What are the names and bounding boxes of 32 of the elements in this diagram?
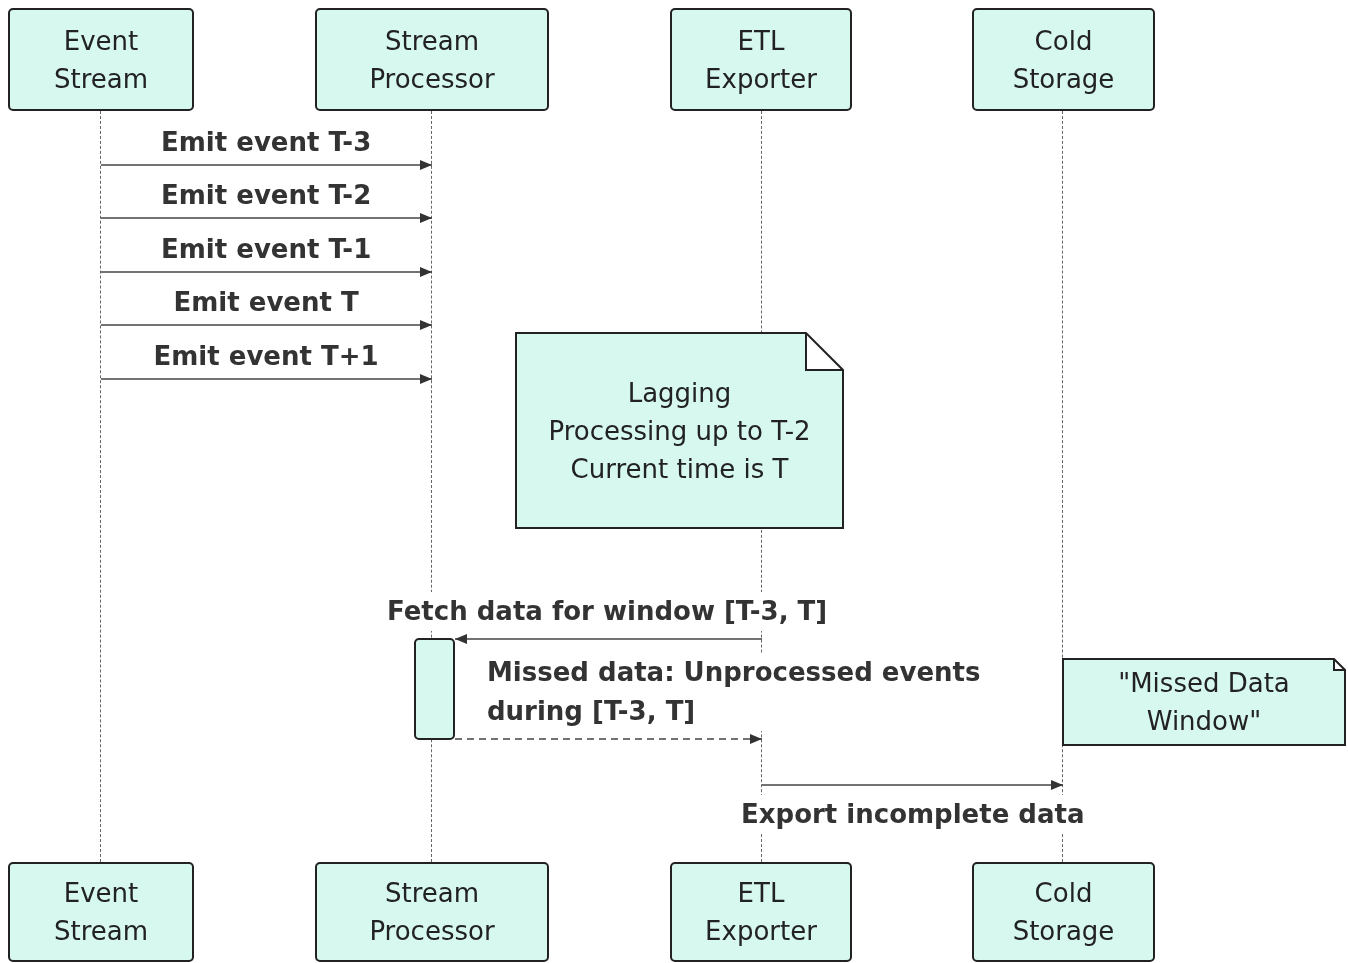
participant-box xyxy=(670,8,852,111)
participant-box xyxy=(8,862,194,962)
participant-label: Event Stream xyxy=(52,24,150,96)
note-text: Processing up to T-2 xyxy=(548,414,811,448)
participant-label: ETL Exporter xyxy=(704,877,818,948)
participant-box xyxy=(972,862,1155,962)
note-box xyxy=(1062,658,1346,746)
note-text: Lagging xyxy=(627,376,732,410)
participant-label: Cold Storage xyxy=(1011,877,1116,948)
participant-box xyxy=(8,8,194,111)
message-arrow xyxy=(454,634,763,644)
lifeline xyxy=(100,111,102,862)
participant-box xyxy=(315,8,549,111)
participant-box xyxy=(972,8,1155,111)
message-arrow xyxy=(100,213,433,223)
note-text: Current time is T xyxy=(570,452,789,486)
message-arrow xyxy=(100,374,433,384)
participant-label: ETL Exporter xyxy=(704,24,818,96)
participant-box xyxy=(670,862,852,962)
activation-bar xyxy=(414,638,455,740)
message-arrow xyxy=(454,734,763,744)
message-arrow xyxy=(100,267,433,277)
participant-label: Stream Processor xyxy=(368,877,496,948)
participant-box xyxy=(315,862,549,962)
participant-label: Stream Processor xyxy=(368,24,496,96)
message-arrow xyxy=(100,320,433,330)
message-arrow xyxy=(761,780,1064,790)
participant-label: Event Stream xyxy=(52,877,150,948)
note-text: "Missed Data Window" xyxy=(1117,667,1291,738)
participant-label: Cold Storage xyxy=(1011,24,1116,96)
message-arrow xyxy=(100,160,433,170)
note-box xyxy=(515,332,844,529)
